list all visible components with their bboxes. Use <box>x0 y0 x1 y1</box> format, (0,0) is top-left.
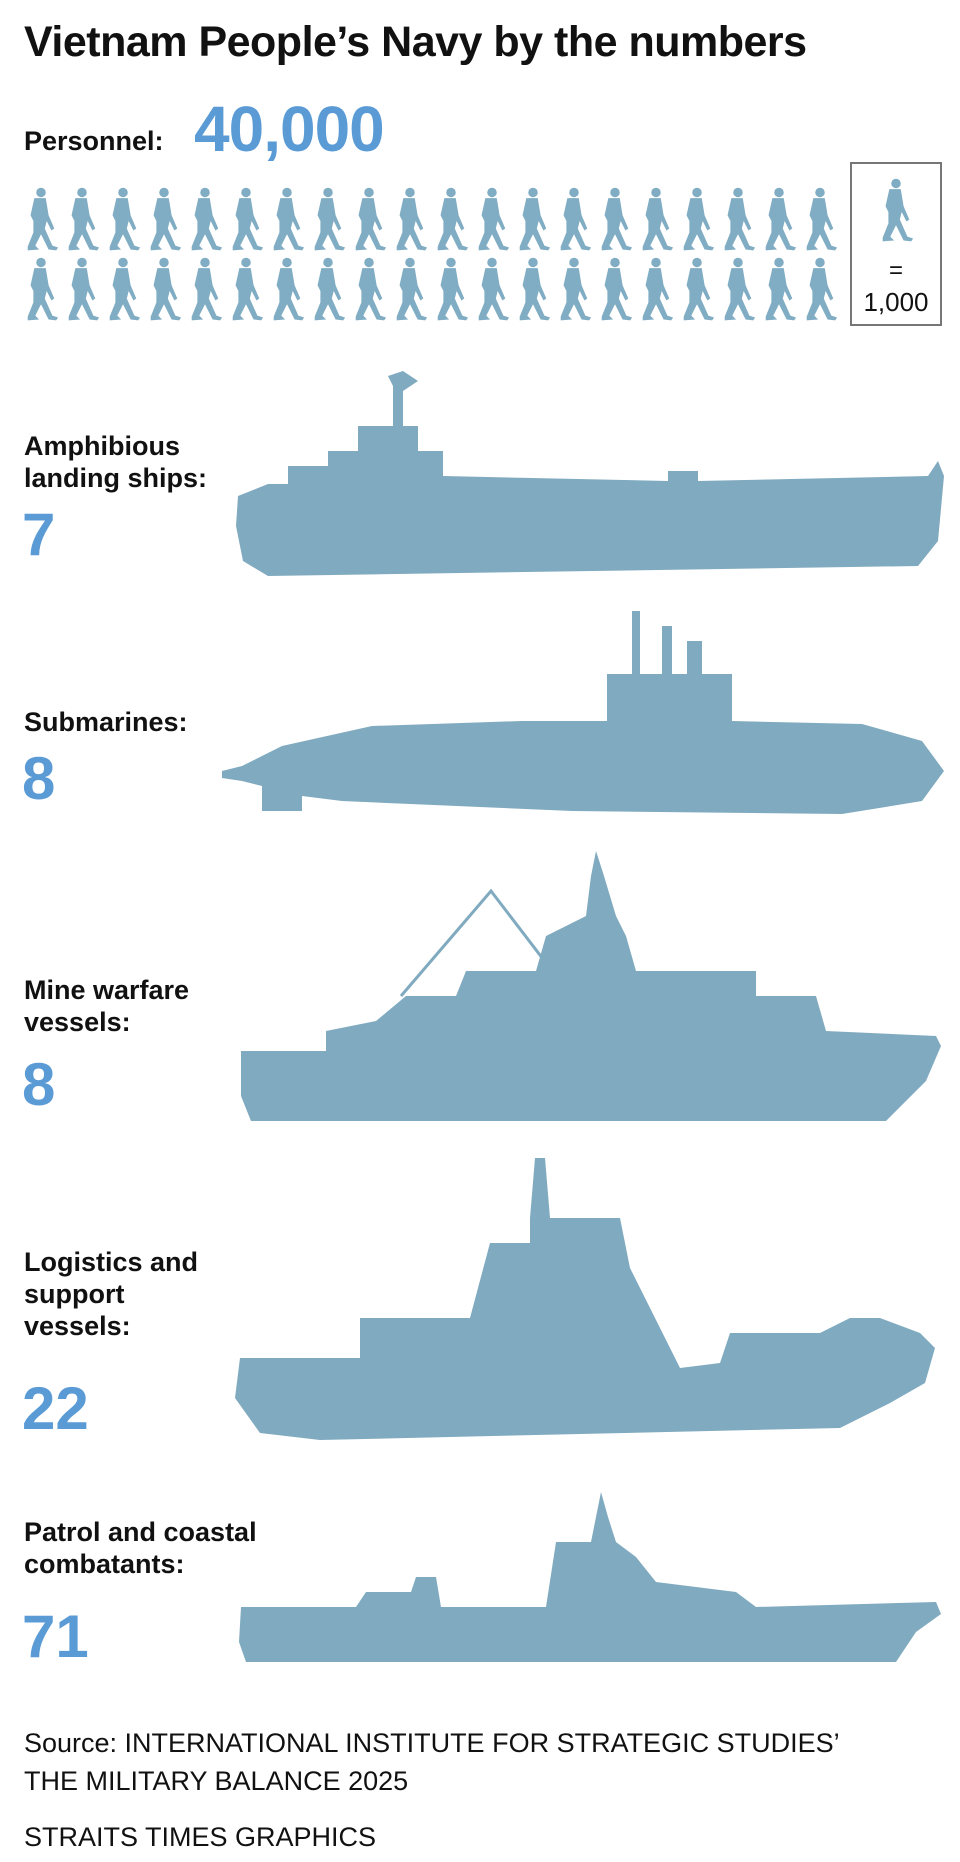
label-line: Logistics and <box>24 1247 199 1277</box>
submarine-icon <box>222 611 944 814</box>
minesweeper-icon <box>241 851 941 1121</box>
soldier-icon <box>227 256 265 324</box>
soldier-icon <box>186 186 224 254</box>
soldier-icon <box>22 256 60 324</box>
legend-value: 1,000 <box>863 287 929 317</box>
soldier-icon <box>678 186 716 254</box>
support-ship-icon <box>235 1158 935 1440</box>
soldier-icon <box>760 186 798 254</box>
soldier-icon <box>555 256 593 324</box>
soldier-icon <box>432 256 470 324</box>
legend-equals: = <box>888 257 903 284</box>
soldier-icon <box>268 186 306 254</box>
soldier-icon <box>877 174 915 248</box>
soldier-icon <box>596 256 634 324</box>
soldier-icon <box>350 256 388 324</box>
personnel-value: 40,000 <box>194 93 385 165</box>
soldier-icon <box>227 186 265 254</box>
soldier-icon <box>63 256 101 324</box>
soldier-icon <box>514 256 552 324</box>
soldier-icon <box>309 186 347 254</box>
category-label-submarines: Submarines: <box>24 706 188 738</box>
soldier-icon <box>432 186 470 254</box>
soldier-icon <box>801 256 839 324</box>
soldier-icon <box>760 256 798 324</box>
credit: STRAITS TIMES GRAPHICS <box>24 1822 377 1852</box>
soldier-icon <box>309 256 347 324</box>
soldier-icon <box>801 186 839 254</box>
soldier-icon <box>63 186 101 254</box>
category-label-mine-warfare: Mine warfare vessels: <box>24 974 189 1038</box>
label-line: vessels: <box>24 1007 131 1037</box>
personnel-label: Personnel: <box>24 126 164 156</box>
source-note: Source: INTERNATIONAL INSTITUTE FOR STRA… <box>24 1724 840 1800</box>
source-line: Source: INTERNATIONAL INSTITUTE FOR STRA… <box>24 1728 840 1758</box>
category-value-submarines: 8 <box>22 745 56 812</box>
category-value-mine-warfare: 8 <box>22 1051 56 1118</box>
soldier-icon <box>637 256 675 324</box>
patrol-boat-icon <box>239 1492 941 1662</box>
soldier-icon <box>391 256 429 324</box>
soldier-icon-grid <box>22 186 842 326</box>
soldier-icon <box>22 186 60 254</box>
category-label-patrol: Patrol and coastal combatants: <box>24 1516 257 1580</box>
label-line: vessels: <box>24 1311 131 1341</box>
soldier-icon <box>596 186 634 254</box>
soldier-icon <box>719 256 757 324</box>
label-line: combatants: <box>24 1549 185 1579</box>
label-line: Amphibious <box>24 431 180 461</box>
soldier-icon <box>186 256 224 324</box>
soldier-icon <box>637 186 675 254</box>
category-label-amphibious: Amphibious landing ships: <box>24 430 207 494</box>
soldier-icon <box>473 256 511 324</box>
label-line: support <box>24 1279 125 1309</box>
soldier-icon <box>268 256 306 324</box>
soldier-icon <box>104 256 142 324</box>
legend-box: = 1,000 <box>850 162 942 326</box>
soldier-icon <box>678 256 716 324</box>
label-line: Mine warfare <box>24 975 190 1005</box>
category-value-logistics: 22 <box>22 1375 89 1442</box>
label-line: Submarines: <box>24 707 188 737</box>
soldier-icon <box>145 256 183 324</box>
soldier-icon <box>145 186 183 254</box>
soldier-icon <box>350 186 388 254</box>
label-line: landing ships: <box>24 463 208 493</box>
page-title: Vietnam People’s Navy by the numbers <box>24 18 807 66</box>
soldier-icon <box>391 186 429 254</box>
landing-ship-icon <box>236 371 944 576</box>
category-value-patrol: 71 <box>22 1603 89 1670</box>
soldier-icon <box>719 186 757 254</box>
category-value-amphibious: 7 <box>22 501 56 568</box>
soldier-icon <box>104 186 142 254</box>
soldier-icon <box>514 186 552 254</box>
category-label-logistics: Logistics and support vessels: <box>24 1246 198 1342</box>
soldier-icon <box>555 186 593 254</box>
soldier-icon <box>473 186 511 254</box>
source-line: THE MILITARY BALANCE 2025 <box>24 1766 409 1796</box>
label-line: Patrol and coastal <box>24 1517 257 1547</box>
